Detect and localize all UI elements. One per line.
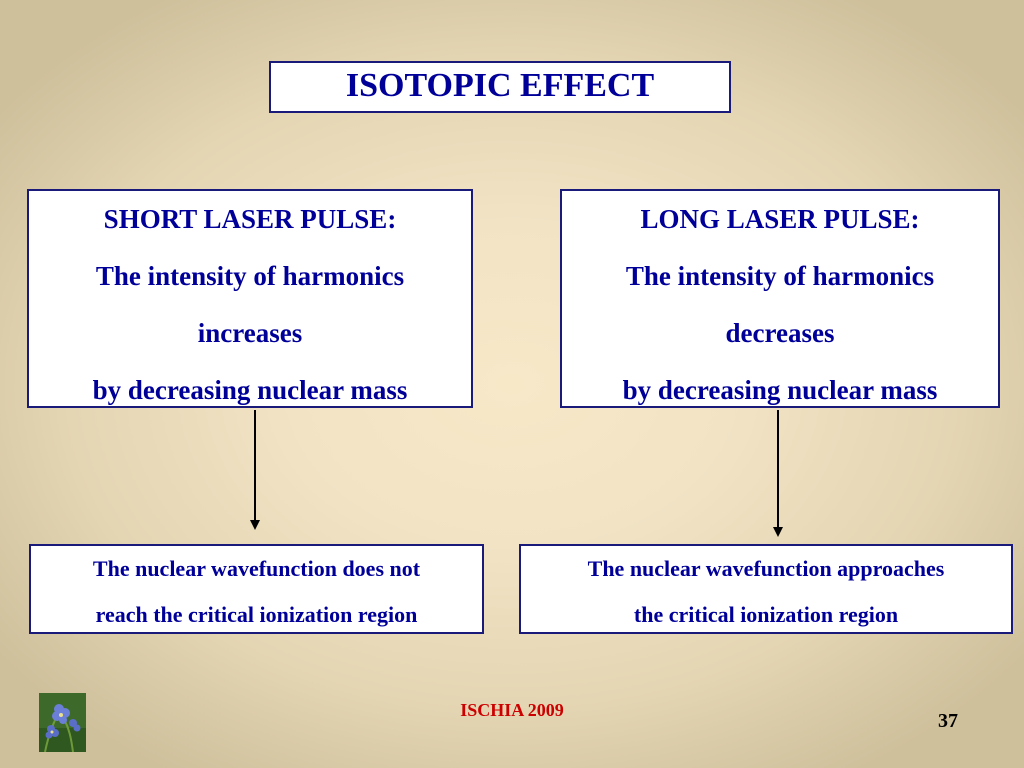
long-result-line-2: the critical ionization region (633, 602, 899, 627)
long-pulse-line-3: decreases (725, 318, 835, 348)
arrowhead-short-icon (250, 520, 260, 530)
short-result-box: The nuclear wavefunction does not reach … (29, 544, 484, 634)
long-pulse-line-2: The intensity of harmonics (625, 261, 935, 291)
footer-label: ISCHIA 2009 (460, 700, 564, 720)
long-pulse-heading: LONG LASER PULSE: (640, 204, 920, 234)
short-pulse-line-3: increases (197, 318, 303, 348)
long-pulse-line-4: by decreasing nuclear mass (622, 375, 938, 405)
blue-flower-photo-icon (39, 693, 86, 752)
short-pulse-heading: SHORT LASER PULSE: (103, 204, 397, 234)
short-pulse-line-4: by decreasing nuclear mass (92, 375, 408, 405)
long-result-box: The nuclear wavefunction approaches the … (519, 544, 1013, 634)
long-pulse-box: LONG LASER PULSE: The intensity of harmo… (560, 189, 1000, 408)
arrowhead-long-icon (773, 527, 783, 537)
slide-title: ISOTOPIC EFFECT (269, 61, 731, 113)
short-pulse-box: SHORT LASER PULSE: The intensity of harm… (27, 189, 473, 408)
slide-number: 37 (938, 710, 958, 732)
short-pulse-line-2: The intensity of harmonics (95, 261, 405, 291)
short-result-line-1: The nuclear wavefunction does not (92, 556, 421, 581)
long-result-line-1: The nuclear wavefunction approaches (587, 556, 945, 581)
slide-title-text: ISOTOPIC EFFECT (345, 67, 655, 104)
short-result-line-2: reach the critical ionization region (95, 602, 418, 627)
